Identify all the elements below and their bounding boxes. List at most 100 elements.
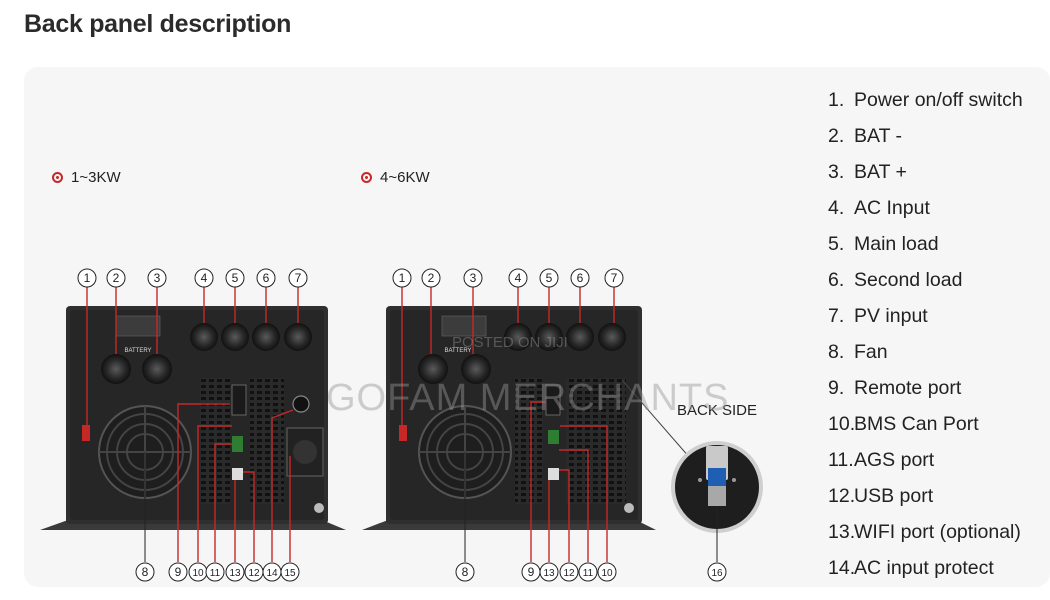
legend-text: AC Input	[854, 197, 930, 219]
callout-circle	[77, 268, 97, 288]
legend-number: 13.	[828, 521, 856, 543]
legend-item: 10.BMS Can Port	[828, 410, 1023, 446]
legend-text: AC input protect	[854, 557, 994, 579]
legend-number: 10.	[828, 413, 856, 435]
callout-number: 3	[154, 271, 161, 285]
legend-item: 1. Power on/off switch	[828, 86, 1023, 122]
bat-plus-terminal	[461, 354, 491, 384]
battery-label: BATTERY	[124, 348, 151, 354]
callout-circle	[421, 268, 441, 288]
bullet-icon	[52, 172, 63, 183]
callout-number: 15	[284, 568, 296, 579]
callout-number: 11	[210, 568, 221, 579]
callout-circle	[539, 268, 559, 288]
callout-circle	[455, 562, 475, 582]
back-side-detail: BACK SIDE	[671, 402, 763, 562]
bms-port-zoom	[708, 468, 726, 486]
legend-text: BMS Can Port	[854, 413, 979, 435]
inverter-1-3kw: BATTERY	[40, 284, 346, 562]
legend-item: 2.BAT -	[828, 122, 1023, 158]
legend-number: 1.	[828, 89, 845, 111]
main-load-connector	[221, 323, 249, 351]
callout-number: 16	[711, 568, 723, 579]
callout-circle	[225, 268, 245, 288]
callout-number: 7	[611, 271, 618, 285]
callout-number: 1	[399, 271, 406, 285]
callout-number: 9	[175, 565, 182, 579]
page-title: Back panel description	[24, 10, 292, 38]
legend-number: 6.	[828, 269, 845, 291]
legend-item: 12.USB port	[828, 482, 1023, 518]
ac-input-connector	[190, 323, 218, 351]
callout-circle	[288, 268, 308, 288]
callout-number: 7	[295, 271, 302, 285]
legend-number: 14.	[828, 557, 856, 579]
callout-circle	[539, 562, 559, 582]
callout-number: 2	[113, 271, 120, 285]
callout-number: 1	[84, 271, 91, 285]
callout-circle	[225, 562, 245, 582]
legend-text: WIFI port (optional)	[854, 521, 1021, 543]
callout-number: 6	[263, 271, 270, 285]
pv-input-connector	[284, 323, 312, 351]
ags-port	[232, 436, 243, 452]
callout-number: 8	[142, 565, 149, 579]
callout-number: 13	[543, 568, 555, 579]
legend-number: 5.	[828, 233, 845, 255]
ags-port	[548, 430, 559, 444]
legend-item: 14.AC input protect	[828, 554, 1023, 590]
callout-circle	[392, 268, 412, 288]
callout-number: 8	[462, 565, 469, 579]
legend-text: BAT +	[854, 161, 907, 183]
callout-number: 14	[266, 568, 278, 579]
legend-number: 2.	[828, 125, 845, 147]
callout-circle	[604, 268, 624, 288]
callout-circle	[194, 268, 214, 288]
callout-number: 4	[515, 271, 522, 285]
callout-circle	[707, 562, 727, 582]
legend-text: PV input	[854, 305, 928, 327]
callout-circle	[205, 562, 225, 582]
callout-circle	[106, 268, 126, 288]
callout-number: 11	[583, 568, 594, 579]
ac-input-protect	[292, 395, 310, 413]
callout-number: 12	[248, 568, 260, 579]
legend-item: 8.Fan	[828, 338, 1023, 374]
callout-number: 9	[528, 565, 535, 579]
power-switch	[399, 425, 407, 441]
callout-circle	[147, 268, 167, 288]
legend-number: 3.	[828, 161, 845, 183]
model-label-4-6kw: 4~6KW	[361, 169, 430, 186]
legend-number: 7.	[828, 305, 845, 327]
ac-input-connector	[504, 323, 532, 351]
inverter-4-6kw: BATTERY	[362, 284, 691, 562]
second-load-connector	[252, 323, 280, 351]
bullet-icon	[361, 172, 372, 183]
legend-item: 13.WIFI port (optional)	[828, 518, 1023, 554]
callout-circle	[135, 562, 155, 582]
usb-port	[548, 468, 559, 480]
callout-number: 12	[563, 568, 575, 579]
legend-text: AGS port	[854, 449, 935, 471]
callout-number: 13	[229, 568, 241, 579]
legend-number: 8.	[828, 341, 845, 363]
legend-item: 5. Main load	[828, 230, 1023, 266]
model-label-1-3kw: 1~3KW	[52, 169, 121, 186]
battery-label: BATTERY	[444, 348, 471, 354]
callout-circle	[597, 562, 617, 582]
main-load-connector	[535, 323, 563, 351]
legend-text: Main load	[854, 233, 939, 255]
legend-text: Power on/off switch	[854, 89, 1023, 111]
legend-item: 9.Remote port	[828, 374, 1023, 410]
legend-item: 6.Second load	[828, 266, 1023, 302]
pv-input-connector	[598, 323, 626, 351]
legend-item: 3. BAT +	[828, 158, 1023, 194]
callout-number: 10	[601, 568, 613, 579]
model-label-text: 1~3KW	[71, 169, 121, 186]
model-label-text: 4~6KW	[380, 169, 430, 186]
callout-circle	[578, 562, 598, 582]
callout-circle	[570, 268, 590, 288]
callout-number: 5	[546, 271, 553, 285]
